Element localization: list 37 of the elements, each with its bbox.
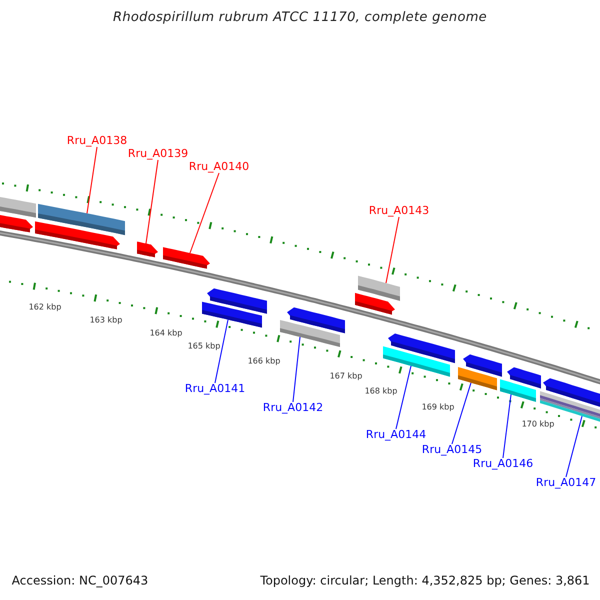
gene-label: Rru_A0141 xyxy=(184,382,246,396)
leader-line xyxy=(452,382,472,444)
leader-line xyxy=(86,146,98,214)
leader-line xyxy=(502,394,512,458)
scale-label: 163 kbp xyxy=(90,316,122,326)
leader-line xyxy=(214,319,228,384)
leader-line xyxy=(386,216,400,284)
gene-label: Rru_A0140 xyxy=(188,160,250,174)
scale-label: 169 kbp xyxy=(422,404,454,412)
gene-label: Rru_A0145 xyxy=(422,444,482,456)
gene-feature-block xyxy=(38,204,125,236)
gene-label: Rru_A0139 xyxy=(128,148,188,160)
gene-label: Rru_A0147 xyxy=(536,476,596,490)
gene-label: Rru_A0144 xyxy=(366,428,426,442)
scale-label: 165 kbp xyxy=(188,342,220,352)
gene-feature-block xyxy=(163,247,210,269)
gene-label: Rru_A0142 xyxy=(262,402,324,414)
gene-feature-block xyxy=(500,379,536,402)
gene-feature-block xyxy=(358,276,400,301)
gene-feature-block xyxy=(383,346,450,377)
leader-line xyxy=(146,160,158,244)
leader-line xyxy=(292,336,300,402)
accession-text: Accession: NC_007643 xyxy=(12,574,148,588)
gene-label: Rru_A0138 xyxy=(66,134,128,148)
gene-feature-block xyxy=(202,302,262,328)
scale-label: 162 kbp xyxy=(28,304,62,312)
title: Rhodospirillum rubrum ATCC 11170, complete genome xyxy=(113,10,487,26)
gene-feature-block xyxy=(280,320,340,347)
gene-label: Rru_A0143 xyxy=(368,204,430,218)
genome-info-text: Topology: circular; Length: 4,352,825 bp; Genes: 3,861 xyxy=(260,574,590,588)
leader-line xyxy=(396,365,412,430)
leader-line xyxy=(566,416,582,478)
leader-line xyxy=(190,172,220,254)
gene-feature-block xyxy=(137,242,158,258)
gene-feature-block xyxy=(458,367,497,390)
gene-label: Rru_A0146 xyxy=(472,458,534,470)
scale-label: 167 kbp xyxy=(330,372,362,382)
